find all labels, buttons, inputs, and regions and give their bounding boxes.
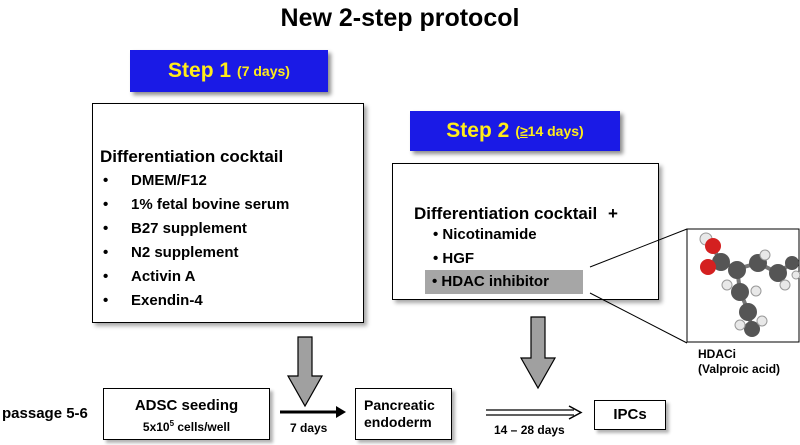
step1-item: • Exendin-4: [103, 292, 203, 309]
carbon-atom: [744, 321, 760, 337]
ipcs-label: IPCs: [613, 406, 647, 423]
greater-equal-symbol: ≥: [519, 123, 528, 139]
step2-label: Step 2: [446, 119, 510, 142]
carbon-atom: [739, 303, 757, 321]
carbon-atom: [712, 253, 730, 271]
step2-item: • HGF: [433, 250, 475, 267]
step1-item-label: B27 supplement: [131, 220, 247, 237]
carbon-atom: [785, 256, 799, 270]
molecule-label: HDACi (Valproic acid): [698, 347, 781, 376]
step2-duration: (≥14 days): [515, 123, 584, 139]
arrow-to-endoderm: [280, 406, 346, 418]
step1-item-label: Activin A: [131, 268, 196, 285]
down-arrow-step1: [286, 336, 324, 408]
step2-cocktail-title: Differentiation cocktail +: [414, 204, 618, 223]
step1-item: • DMEM/F12: [103, 172, 207, 189]
step2-item: • Nicotinamide: [433, 226, 537, 243]
step1-item: • Activin A: [103, 268, 196, 285]
oxygen-atom: [705, 238, 721, 254]
ipcs-box: IPCs: [594, 400, 666, 430]
step1-banner: Step 1 (7 days): [130, 50, 328, 92]
step1-item-label: N2 supplement: [131, 244, 239, 261]
step1-item-label: DMEM/F12: [131, 172, 207, 189]
arrow1-label: 7 days: [290, 421, 328, 435]
step1-label: Step 1: [168, 59, 232, 82]
passage-label: passage 5-6: [2, 405, 88, 422]
step1-duration: (7 days): [237, 63, 290, 79]
carbon-atom: [769, 264, 787, 282]
arrow-to-ipcs: [486, 405, 583, 420]
diagram-title: New 2-step protocol: [280, 4, 520, 32]
adsc-seeding-title: ADSC seeding: [134, 397, 239, 414]
step1-cocktail-title: Differentiation cocktail: [100, 147, 284, 166]
down-arrow-step2: [519, 316, 557, 390]
valproic-acid-molecule-inset: [589, 228, 800, 344]
step2-item-highlighted: • HDAC inhibitor: [425, 270, 583, 294]
pancreatic-endoderm-box: Pancreatic endoderm: [355, 388, 452, 440]
adsc-seeding-count: 5x105 cells/well: [142, 419, 231, 434]
step1-item: • 1% fetal bovine serum: [103, 196, 290, 213]
step1-item-list: • DMEM/F12 • 1% fetal bovine serum • B27…: [103, 172, 358, 316]
plus-sign: +: [608, 204, 618, 223]
step1-item: • B27 supplement: [103, 220, 247, 237]
endoderm-label: Pancreatic endoderm: [364, 397, 435, 430]
oxygen-atom: [700, 259, 716, 275]
step1-cocktail-box: Differentiation cocktail • DMEM/F12 • 1%…: [92, 103, 364, 323]
carbon-atom: [731, 283, 749, 301]
step1-item-label: 1% fetal bovine serum: [131, 196, 290, 213]
arrow2-label: 14 – 28 days: [494, 423, 565, 437]
step2-banner: Step 2 (≥14 days): [410, 111, 620, 151]
carbon-atom: [728, 261, 746, 279]
step1-item: • N2 supplement: [103, 244, 239, 261]
step1-item-label: Exendin-4: [131, 292, 203, 309]
adsc-seeding-box: ADSC seeding 5x105 cells/well: [103, 388, 270, 440]
step2-cocktail-box: Differentiation cocktail + • Nicotinamid…: [392, 163, 659, 300]
